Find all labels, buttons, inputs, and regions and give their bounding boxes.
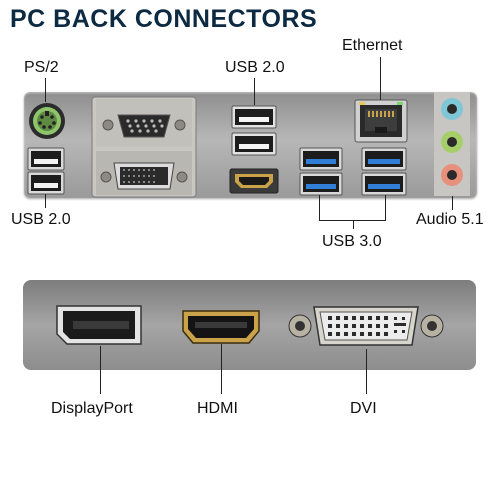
ethernet-leader-line bbox=[380, 57, 381, 100]
displayport-leader-line bbox=[100, 346, 101, 394]
displayport-port bbox=[56, 305, 142, 345]
hdmi-leader-line bbox=[221, 344, 222, 394]
ethernet-port bbox=[354, 99, 408, 143]
usb2-port-left-top bbox=[27, 147, 65, 171]
hdmi-port bbox=[182, 310, 260, 344]
ps2-leader-line bbox=[45, 78, 46, 102]
usb3-port-1 bbox=[299, 147, 343, 171]
usb20-bottom-label: USB 2.0 bbox=[11, 211, 71, 228]
dvi-label: DVI bbox=[350, 400, 377, 417]
usb30-bracket-bottom bbox=[319, 220, 386, 221]
usb30-bracket-stem bbox=[353, 220, 354, 229]
vga-dvi-block bbox=[91, 96, 197, 198]
dvi-leader-line bbox=[366, 349, 367, 394]
usb20-top-leader-line bbox=[254, 78, 255, 105]
usb3-port-3 bbox=[361, 147, 407, 171]
usb3-port-4 bbox=[361, 172, 407, 196]
audio-jacks bbox=[434, 92, 470, 196]
audio-leader-line bbox=[452, 196, 453, 210]
usb3-port-2 bbox=[299, 172, 343, 196]
ethernet-label: Ethernet bbox=[342, 37, 403, 54]
usb30-label: USB 3.0 bbox=[322, 233, 382, 250]
usb2-port-left-bottom bbox=[27, 171, 65, 195]
audio-label: Audio 5.1 bbox=[416, 211, 484, 228]
usb20-top-label: USB 2.0 bbox=[225, 59, 285, 76]
ps2-label: PS/2 bbox=[24, 59, 59, 76]
displayport-label: DisplayPort bbox=[51, 400, 133, 417]
page-title: PC BACK CONNECTORS bbox=[10, 5, 318, 33]
hdmi-label: HDMI bbox=[197, 400, 238, 417]
usb2-port-middle-top bbox=[231, 105, 277, 129]
usb2-port-middle-bottom bbox=[231, 132, 277, 156]
usb30-bracket-left bbox=[319, 195, 320, 221]
dvi-port bbox=[288, 306, 444, 346]
usb20-bottom-leader-line bbox=[45, 194, 46, 208]
usb30-bracket-right bbox=[385, 195, 386, 221]
ps2-port bbox=[29, 103, 65, 139]
hdmi-port-small bbox=[229, 168, 279, 194]
